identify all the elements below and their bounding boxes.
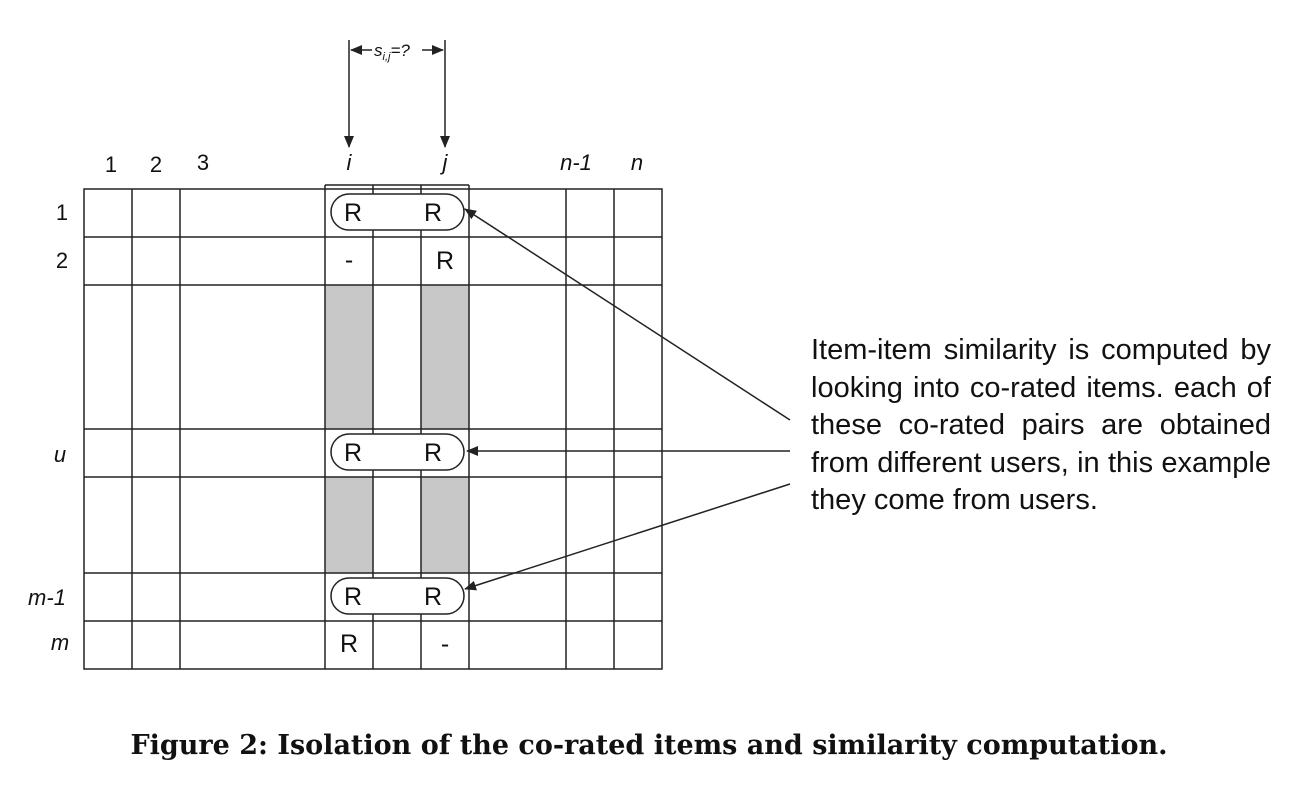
rating-matrix-grid [83,184,663,670]
shaded-column-i-lower [325,477,373,573]
column-header: 3 [197,150,209,175]
shaded-column-i-upper [325,285,373,429]
annotation-note: Item-item similarity is computed by look… [811,334,1271,517]
rating-cell: R [424,439,442,467]
row-header-m: m [51,630,69,655]
rating-cell: - [441,630,449,658]
rating-cell: R [436,247,454,275]
shaded-column-j-lower [421,477,469,573]
rating-cell: R [344,583,362,611]
column-header-j: j [440,150,449,175]
similarity-label: si,j=? [374,41,410,63]
shaded-column-j-upper [421,285,469,429]
co-rated-pair-row-u [330,433,465,471]
column-header-n-1: n-1 [560,150,592,175]
rating-cell: R [344,439,362,467]
rating-cell: R [340,630,358,658]
rating-cell: R [424,199,442,227]
column-header-i: i [347,150,353,175]
row-header-u: u [54,442,66,467]
row-header-1: 1 [56,200,68,225]
column-header: 1 [105,152,117,177]
rating-cell: - [345,246,353,274]
rating-cell: R [424,583,442,611]
column-header: 2 [150,152,162,177]
row-header-m-1: m-1 [28,585,66,610]
row-header-2: 2 [56,248,68,273]
similarity-indicator [344,40,450,148]
figure-caption: Figure 2: Isolation of the co-rated item… [130,730,1168,761]
column-header-n: n [631,150,643,175]
row-headers: 1 2 u m-1 m [28,200,69,655]
column-headers: 1 2 3 i j n-1 n [105,150,643,177]
co-rated-pair-row-m-1 [330,577,465,615]
rating-cell: R [344,199,362,227]
annotation-arrows [464,208,791,591]
co-rated-pair-row-1 [330,193,465,231]
cell-values: R R - R R R R R R - [340,199,454,658]
